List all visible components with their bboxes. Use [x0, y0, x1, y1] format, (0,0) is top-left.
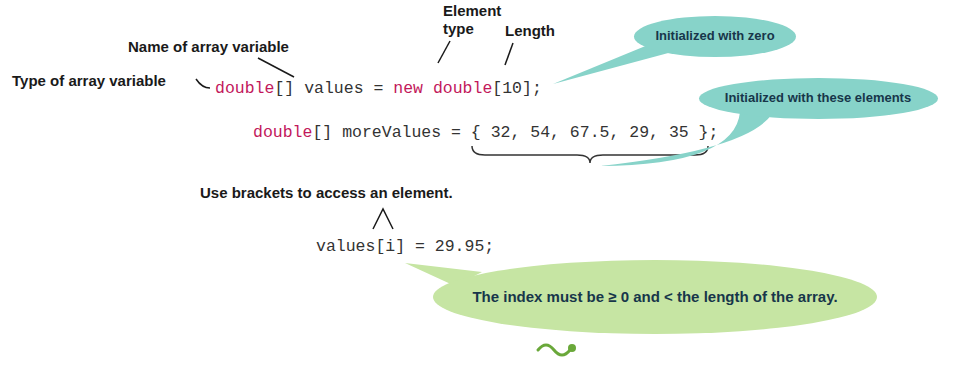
callout-text: Initialized with zero: [655, 28, 774, 44]
annotation-label: Element type: [443, 2, 505, 38]
curly-brace: [472, 146, 708, 163]
annotation-label: Length: [505, 22, 555, 40]
code-token: values[i] = 29.95;: [316, 237, 494, 256]
code-token: [423, 79, 433, 98]
code-token: [10];: [492, 79, 542, 98]
code-token: [] moreValues = { 32, 54, 67.5, 29, 35 }…: [312, 123, 718, 142]
callout-text-group: Initialized with zero: [655, 28, 774, 44]
callout-text-group: Initialized with these elements: [725, 90, 911, 106]
callout-bubble: Initialized with these elements: [698, 77, 939, 120]
code-keyword: double: [253, 123, 312, 142]
code-keyword: new: [393, 79, 423, 98]
code-line: double[] moreValues = { 32, 54, 67.5, 29…: [253, 123, 718, 143]
callout-ellipse: [433, 260, 877, 334]
leader-line: [438, 41, 450, 63]
snake-icon: [568, 344, 576, 352]
callout-ellipse: [634, 16, 796, 57]
leader-line: [258, 58, 294, 77]
leader-line: [196, 79, 210, 88]
leader-line: [505, 43, 513, 65]
callout-ellipse: [699, 78, 938, 119]
callout-text: Initialized with these elements: [725, 90, 911, 106]
callout-text: The index must be ≥ 0 and < the length o…: [472, 288, 837, 306]
code-token: [] values =: [274, 79, 393, 98]
annotation-label: Use brackets to access an element.: [200, 184, 453, 202]
annotation-label: Name of array variable: [128, 38, 289, 56]
callout-text-group: The index must be ≥ 0 and < the length o…: [472, 288, 837, 306]
code-line: values[i] = 29.95;: [316, 237, 494, 257]
code-keyword: double: [215, 79, 274, 98]
code-line: double[] values = new double[10];: [215, 79, 542, 99]
callout-bubble: Initialized with zero: [633, 15, 797, 58]
snake-icon: [538, 345, 570, 355]
code-keyword: double: [433, 79, 492, 98]
callout-bubble: The index must be ≥ 0 and < the length o…: [432, 259, 878, 335]
caret-pointer: [373, 209, 393, 229]
annotation-label: Type of array variable: [12, 72, 166, 90]
